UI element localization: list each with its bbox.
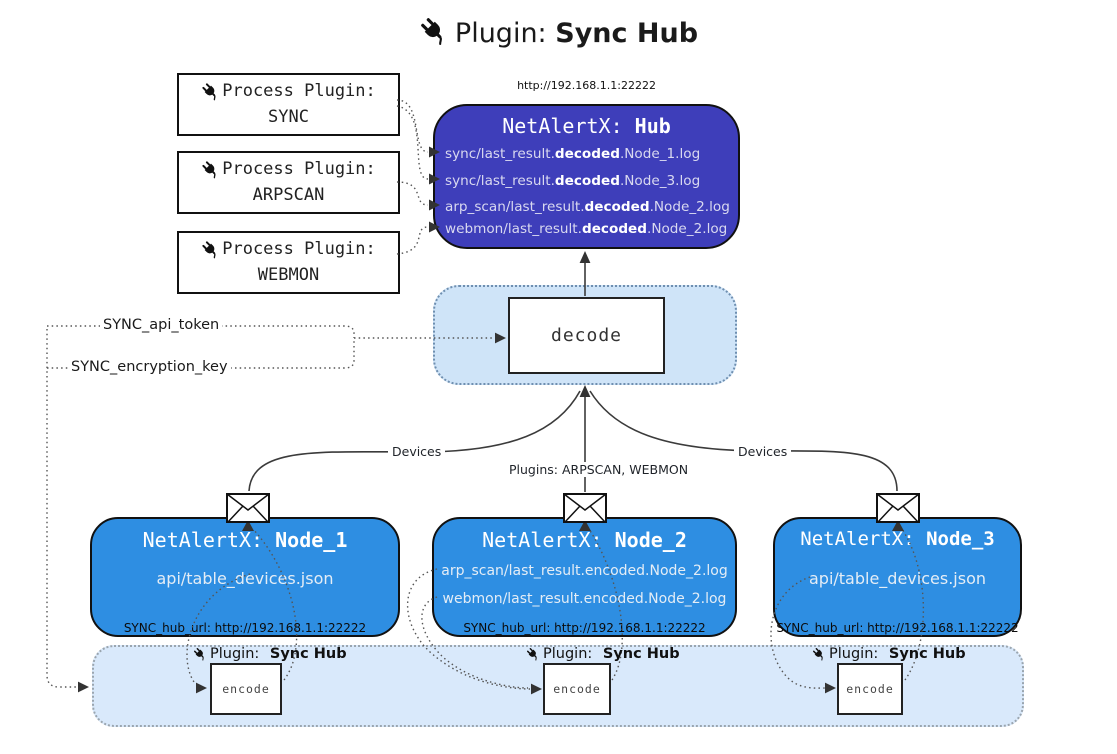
encoder-plugin-label: Plugin: Sync Hub xyxy=(812,646,966,662)
encode-box: encode xyxy=(837,663,903,715)
node-title: NetAlertX: Node_1 xyxy=(142,528,348,552)
process-plugin-name: SYNC xyxy=(268,106,309,127)
hub-log-line: webmon/last_result.decoded.Node_2.log xyxy=(445,221,728,237)
hub-box: NetAlertX: Hub sync/last_result.decoded.… xyxy=(433,104,740,249)
node-line: arp_scan/last_result.encoded.Node_2.log xyxy=(441,563,728,579)
sync-encryption-key-label: SYNC_encryption_key xyxy=(68,359,231,375)
node-1-box: NetAlertX: Node_1 api/table_devices.json… xyxy=(90,517,400,637)
page-title: Plugin: Sync Hub xyxy=(0,16,1117,49)
plug-icon xyxy=(812,647,826,661)
encode-box: encode xyxy=(543,663,611,715)
node-3-box: NetAlertX: Node_3 api/table_devices.json… xyxy=(773,517,1022,637)
node-2-box: NetAlertX: Node_2 arp_scan/last_result.e… xyxy=(432,517,737,637)
envelope-icon xyxy=(563,493,607,523)
node-hub-url: SYNC_hub_url: http://192.168.1.1:22222 xyxy=(776,621,1019,635)
envelope-icon xyxy=(226,493,270,523)
node-line: api/table_devices.json xyxy=(156,569,334,588)
node-hub-url: SYNC_hub_url: http://192.168.1.1:22222 xyxy=(463,621,706,635)
plug-icon xyxy=(201,82,220,101)
edge-label-devices-right: Devices xyxy=(734,444,792,459)
node-line: api/table_devices.json xyxy=(808,569,986,588)
process-plugin-box-arpscan: Process Plugin: ARPSCAN xyxy=(177,151,400,214)
envelope-icon xyxy=(876,493,920,523)
process-plugin-label: Process Plugin: xyxy=(222,239,376,259)
plug-icon xyxy=(419,16,449,46)
node-hub-url: SYNC_hub_url: http://192.168.1.1:22222 xyxy=(123,621,367,635)
encoder-plugin-label: Plugin: Sync Hub xyxy=(526,646,680,662)
hub-log-line: sync/last_result.decoded.Node_1.log xyxy=(445,146,701,162)
sync-api-token-label: SYNC_api_token xyxy=(100,317,223,333)
process-plugin-label: Process Plugin: xyxy=(222,159,376,179)
page-title-prefix: Plugin: xyxy=(454,18,547,49)
process-plugin-box-sync: Process Plugin: SYNC xyxy=(177,73,400,136)
node-title: NetAlertX: Node_3 xyxy=(800,528,995,550)
plug-icon xyxy=(526,647,540,661)
page-title-name: Sync Hub xyxy=(555,18,699,49)
process-plugin-label: Process Plugin: xyxy=(222,81,376,101)
node-title: NetAlertX: Node_2 xyxy=(482,528,687,552)
plug-icon xyxy=(201,240,220,259)
edge-label-plugins: Plugins: ARPSCAN, WEBMON xyxy=(505,462,693,477)
hub-title: NetAlertX: Hub xyxy=(502,114,671,138)
encoder-plugin-label: Plugin: Sync Hub xyxy=(193,646,347,662)
node-line: webmon/last_result.encoded.Node_2.log xyxy=(442,591,727,607)
process-plugin-box-webmon: Process Plugin: WEBMON xyxy=(177,231,400,294)
plug-icon xyxy=(201,160,220,179)
hub-log-line: arp_scan/last_result.decoded.Node_2.log xyxy=(445,199,730,215)
process-plugin-name: WEBMON xyxy=(257,264,320,285)
process-plugin-name: ARPSCAN xyxy=(252,184,325,205)
edge-label-devices-left: Devices xyxy=(388,444,446,459)
hub-log-line: sync/last_result.decoded.Node_3.log xyxy=(445,173,701,189)
plug-icon xyxy=(193,647,207,661)
encode-box: encode xyxy=(210,663,282,715)
hub-url-label: http://192.168.1.1:22222 xyxy=(517,79,656,92)
decode-box: decode xyxy=(508,297,665,374)
